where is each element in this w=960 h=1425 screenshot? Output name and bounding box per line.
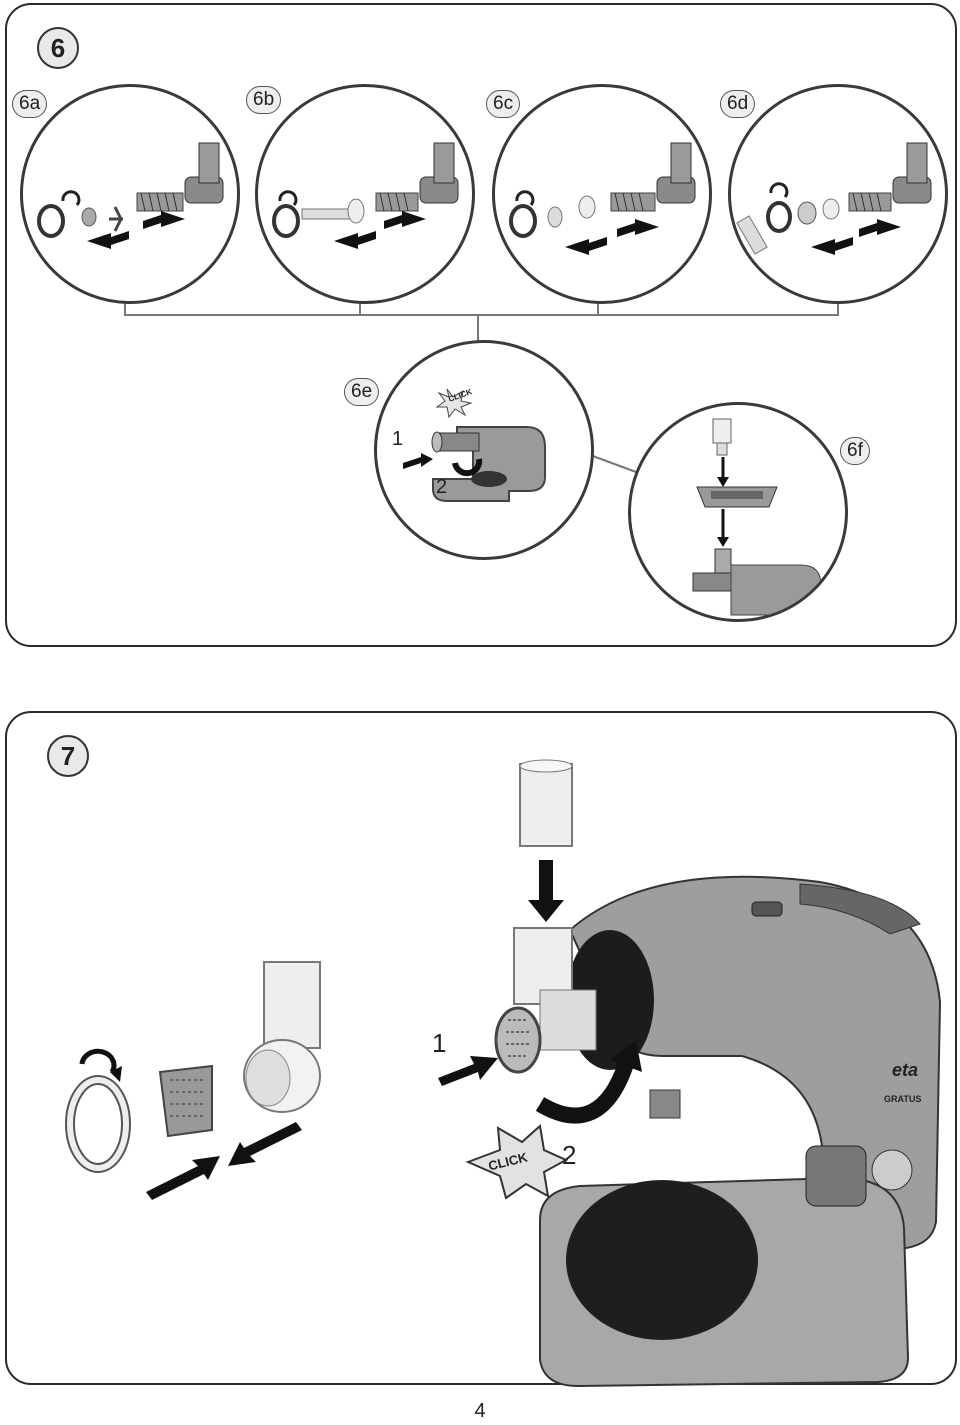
step-6f-illustration (628, 402, 848, 622)
step-7-number-1: 1 (432, 1028, 447, 1058)
step-6c-illustration (492, 84, 712, 304)
step-7-badge: 7 (47, 735, 89, 777)
step-6b-label: 6b (246, 86, 282, 114)
step-6c-label: 6c (486, 90, 521, 118)
step-6f-label: 6f (840, 437, 870, 465)
model-name: GRATUS (884, 1094, 922, 1104)
step-7-number-2: 2 (562, 1140, 577, 1170)
brand-logo: eta (892, 1060, 919, 1080)
page-number: 4 (474, 1400, 486, 1422)
step-6e-number-2: 2 (436, 476, 448, 498)
step-6a-label: 6a (12, 90, 48, 118)
step-6b-illustration (255, 84, 475, 304)
step-6e-illustration (374, 340, 594, 560)
step-6e-label: 6e (344, 378, 380, 406)
step-6e-number-1: 1 (392, 428, 404, 450)
step-6d-illustration (728, 84, 948, 304)
step-6a-illustration (20, 84, 240, 304)
step-6-badge: 6 (37, 27, 79, 69)
step-6d-label: 6d (720, 90, 756, 118)
